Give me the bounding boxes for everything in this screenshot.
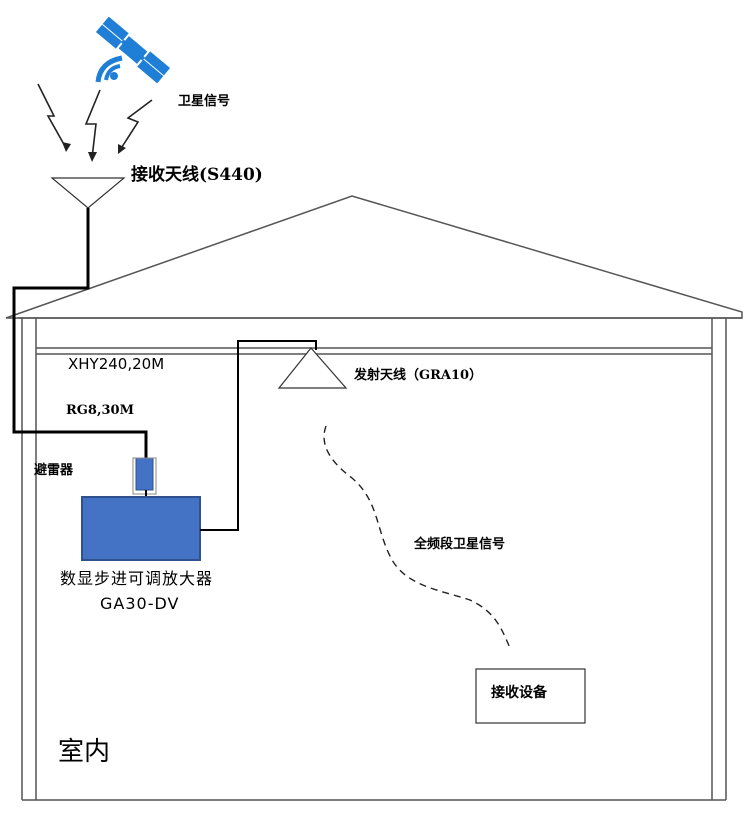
satellite-icon <box>95 16 171 84</box>
dashed-signal-path <box>323 425 511 649</box>
amplifier-box <box>81 496 201 561</box>
receive-antenna-icon <box>50 177 126 209</box>
amplifier-name-label: 数显步进可调放大器 <box>60 569 214 588</box>
full-band-signal-label: 全频段卫星信号 <box>414 537 506 552</box>
lightning-arrester-label: 避雷器 <box>34 463 74 478</box>
satellite-signal-label: 卫星信号 <box>178 94 231 109</box>
lightning-arrester-icon <box>135 457 154 491</box>
transmit-antenna-label: 发射天线（GRA10） <box>354 368 483 383</box>
roof <box>5 195 743 319</box>
cable-main <box>12 208 148 460</box>
receiver-device-box <box>475 668 586 724</box>
transmit-antenna-icon <box>277 347 348 389</box>
receiver-device-label: 接收设备 <box>491 685 547 701</box>
amplifier-model-label: GA30-DV <box>100 594 180 613</box>
satellite-dish-icon <box>95 55 123 83</box>
cable-rg-label: RG8,30M <box>66 403 134 418</box>
cable-main-label: XHY240,20M <box>68 355 165 373</box>
house <box>21 318 727 801</box>
indoor-label: 室内 <box>58 737 111 767</box>
cable-amp-to-transmit <box>200 340 317 531</box>
receive-antenna-label: 接收天线(S440) <box>131 165 263 185</box>
signal-arrow-icons <box>37 83 153 162</box>
